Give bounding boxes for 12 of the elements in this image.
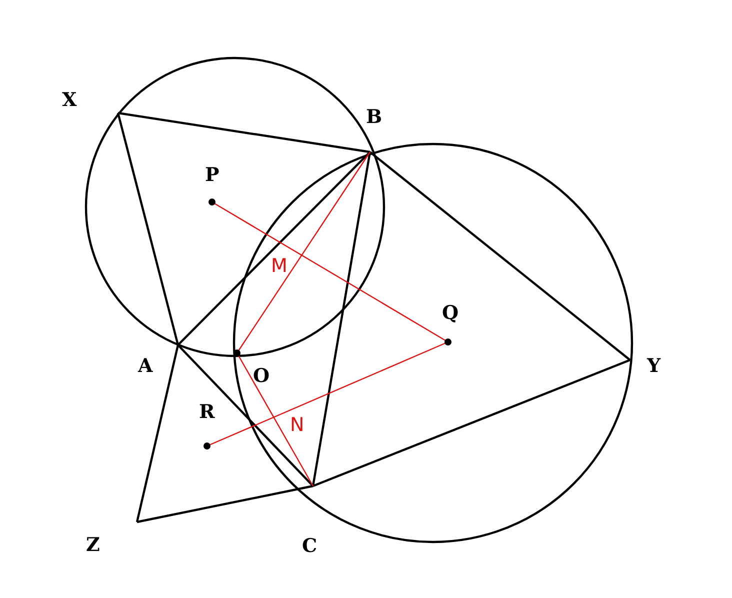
point-label: B [366,108,382,127]
point-label: Z [86,536,100,555]
point-label: O [253,367,270,386]
point-label: A [138,357,153,376]
point-label: Y [647,357,661,376]
point-label: X [62,91,77,110]
point-label: R [199,403,215,422]
point-label: Q [442,304,459,323]
point-label: P [205,166,220,185]
point-label: N [290,416,304,435]
point-label: C [302,537,318,556]
point-label: M [271,257,288,276]
